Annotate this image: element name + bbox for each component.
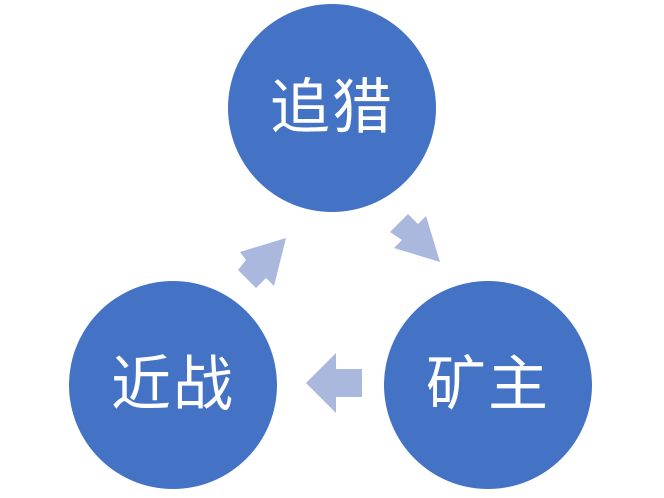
node-label-kuangzhu: 矿主 bbox=[426, 350, 550, 420]
node-zhuilie: 追猎 bbox=[228, 4, 436, 212]
arrow-top-to-right bbox=[390, 214, 440, 262]
node-jinzhan: 近战 bbox=[69, 281, 277, 489]
node-label-jinzhan: 近战 bbox=[111, 350, 235, 420]
arrow-right-to-left bbox=[306, 353, 362, 413]
node-kuangzhu: 矿主 bbox=[384, 281, 592, 489]
node-label-zhuilie: 追猎 bbox=[270, 73, 394, 143]
arrow-left-to-top bbox=[238, 238, 286, 288]
